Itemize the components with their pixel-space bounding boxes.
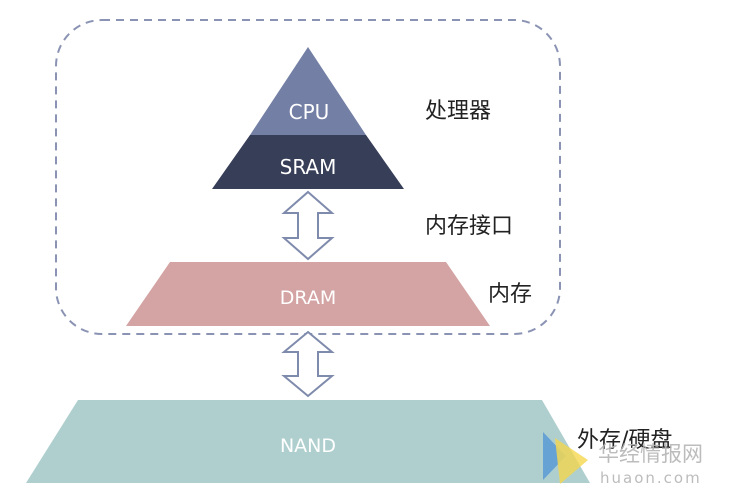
nand-label: NAND (280, 435, 336, 457)
storage-double-arrow (281, 330, 335, 398)
dram-label: DRAM (280, 287, 336, 309)
processor-side-label: 处理器 (425, 99, 491, 124)
storage-side-label: 外存/硬盘 (577, 428, 672, 453)
cpu-label: CPU (289, 100, 330, 124)
sram-layer (212, 135, 404, 189)
nand-layer (26, 400, 590, 483)
sram-label: SRAM (280, 155, 337, 179)
watermark-cn-text: 华经情报网 (598, 442, 703, 466)
memory-interface-side-label: 内存接口 (425, 214, 513, 239)
memory-side-label: 内存 (488, 282, 532, 307)
cpu-layer (250, 47, 366, 135)
dram-layer (126, 262, 490, 326)
huaon-logo-icon (543, 432, 588, 484)
memory-interface-double-arrow (281, 190, 335, 261)
watermark-en-text: huaon.com (600, 469, 702, 487)
